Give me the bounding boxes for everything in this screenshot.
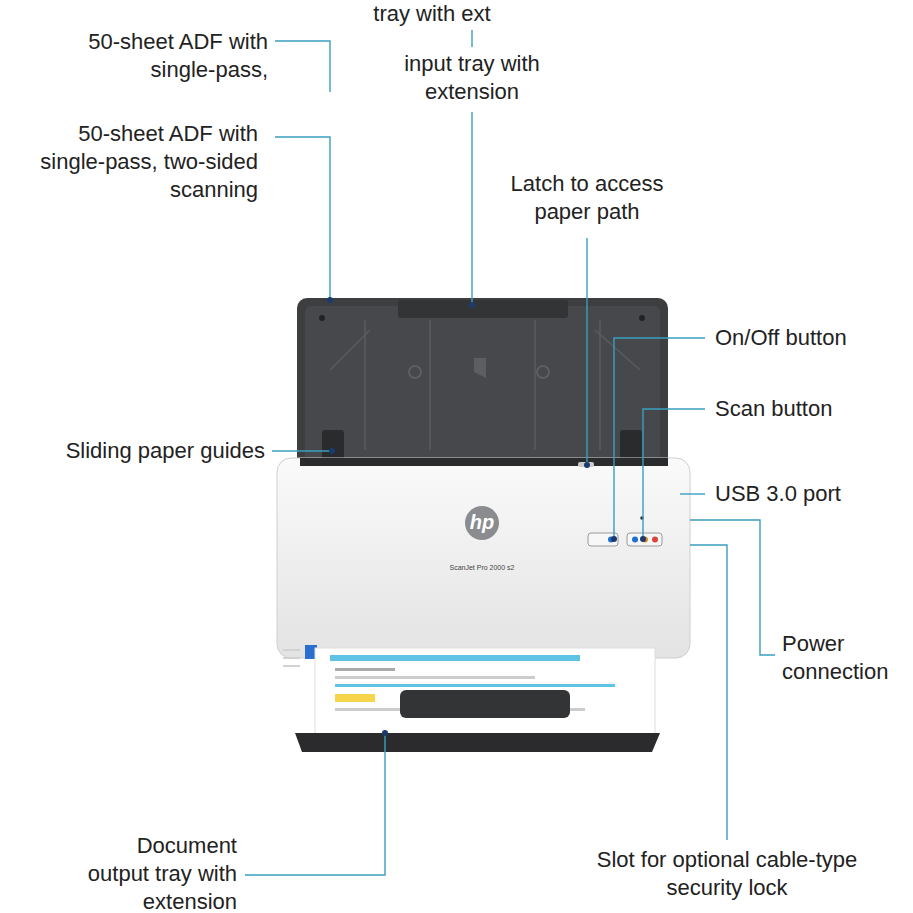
logo-badge [465, 506, 499, 540]
callout-label: Slot for optional cable-type security lo… [585, 846, 870, 902]
tray-inner [305, 306, 660, 466]
leader-lines [245, 30, 775, 875]
model-name: ScanJet Pro 2000 s2 [422, 563, 542, 572]
callout-label: tray with ext [332, 0, 532, 28]
callout-label: Power connection [782, 630, 907, 686]
callout-label: Latch to access paper path [492, 170, 682, 226]
leader-dots [327, 297, 646, 736]
output-tray [295, 733, 660, 752]
callout-label: USB 3.0 port [715, 480, 905, 508]
logo-text: hp [465, 508, 499, 536]
callout-label: input tray with extension [372, 50, 572, 106]
side-vents [283, 650, 300, 666]
output-paper [315, 648, 655, 736]
callout-label: Scan button [715, 395, 905, 423]
tray-ribs [330, 320, 640, 450]
callout-label: 50-sheet ADF with single-pass, [28, 28, 268, 84]
callout-label: 50-sheet ADF with single-pass, two-sided… [18, 120, 258, 204]
callout-label: Document output tray with extension [72, 832, 237, 913]
callout-label: Sliding paper guides [5, 437, 265, 465]
tray-handle [400, 690, 570, 718]
tray-extension [398, 300, 568, 318]
callout-label: On/Off button [715, 324, 905, 352]
latch [578, 462, 594, 467]
scan-panel [627, 533, 662, 546]
feed-slot [300, 458, 668, 466]
input-tray [297, 298, 668, 480]
scanner-body [277, 458, 690, 658]
